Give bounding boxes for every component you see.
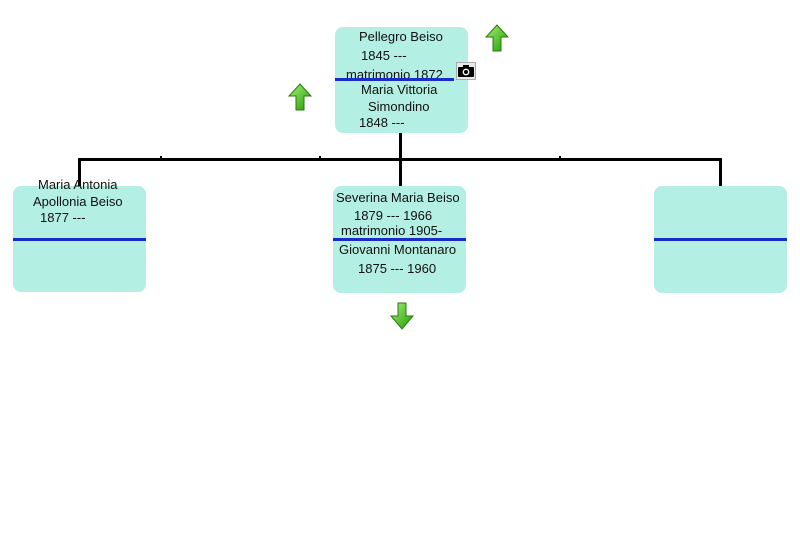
father-dates: 1845 --- bbox=[361, 48, 407, 63]
child-3-connector bbox=[719, 158, 722, 186]
child-card-2[interactable]: Severina Maria Beiso 1879 --- 1966 matri… bbox=[333, 186, 466, 293]
connector-tick bbox=[559, 156, 561, 159]
arrow-down-icon bbox=[389, 302, 415, 330]
child-2-marriage: matrimonio 1905- bbox=[341, 223, 443, 238]
marriage-divider bbox=[654, 238, 787, 241]
parents-card[interactable]: Pellegro Beiso 1845 --- matrimonio 1872 … bbox=[335, 27, 468, 133]
child-1-dates: 1877 --- bbox=[40, 210, 86, 225]
connector-tick bbox=[160, 156, 162, 159]
connector-tick bbox=[319, 156, 321, 159]
mother-dates: 1848 --- bbox=[359, 115, 405, 130]
camera-icon-graphic bbox=[458, 65, 474, 77]
child-1-name-line2[interactable]: Apollonia Beiso bbox=[33, 194, 123, 209]
arrow-up-icon bbox=[484, 24, 510, 52]
child-2-spouse-name[interactable]: Giovanni Montanaro bbox=[339, 242, 457, 257]
marriage-divider bbox=[13, 238, 146, 241]
mother-parents-up-arrow-icon[interactable] bbox=[287, 83, 313, 111]
children-horizontal-connector bbox=[78, 158, 722, 161]
child-2-dates: 1879 --- 1966 bbox=[354, 208, 433, 223]
marriage-divider bbox=[333, 238, 466, 241]
child-2-spouse-dates: 1875 --- 1960 bbox=[358, 261, 437, 276]
child-card-1[interactable]: Maria Antonia Apollonia Beiso 1877 --- bbox=[13, 177, 146, 292]
descendants-down-arrow-icon[interactable] bbox=[389, 302, 415, 330]
child-1-connector bbox=[78, 158, 81, 186]
father-parents-up-arrow-icon[interactable] bbox=[484, 24, 510, 52]
child-card-3[interactable] bbox=[654, 186, 787, 293]
camera-icon[interactable] bbox=[456, 62, 476, 80]
father-name[interactable]: Pellegro Beiso bbox=[359, 29, 443, 44]
marriage-divider bbox=[335, 78, 454, 81]
mother-name-line1[interactable]: Maria Vittoria bbox=[361, 82, 438, 97]
mother-name-line2[interactable]: Simondino bbox=[368, 99, 430, 114]
child-2-name[interactable]: Severina Maria Beiso bbox=[336, 190, 460, 205]
child-1-name-line1[interactable]: Maria Antonia bbox=[38, 177, 118, 192]
arrow-up-icon bbox=[287, 83, 313, 111]
